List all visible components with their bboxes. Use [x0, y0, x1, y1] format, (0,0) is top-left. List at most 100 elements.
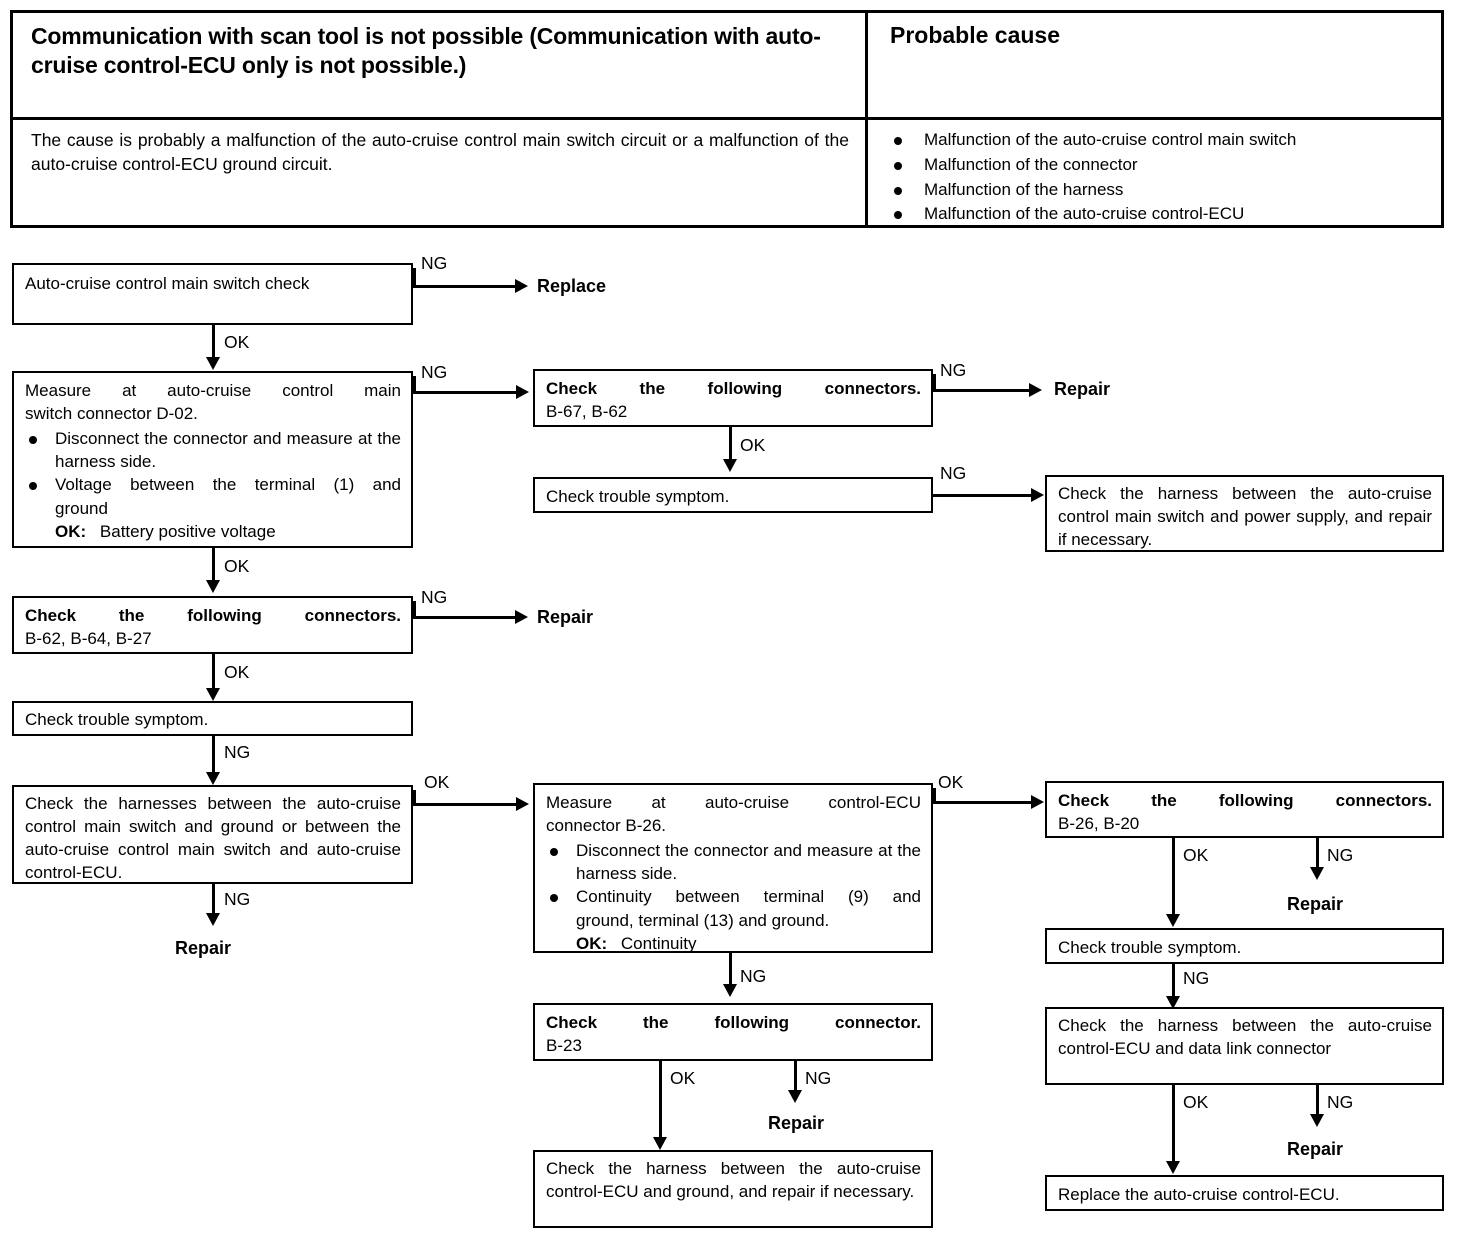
measure-b26-line2: connector B-26. [546, 816, 667, 836]
label-ng: NG [224, 889, 251, 909]
box-trouble-symptom-middle: Check trouble symptom. [533, 477, 933, 513]
label-ok: OK [1183, 845, 1209, 865]
arrowhead-right [515, 279, 528, 293]
box-harness-mainsw-power: Check the harness between the auto-cruis… [1045, 475, 1444, 552]
connector-line [413, 616, 517, 619]
measure-d02-line2: switch connector D-02. [25, 404, 198, 424]
cause-item: Malfunction of the auto-cruise control-E… [890, 202, 1431, 227]
connector-b23-title: Check the following connector. [546, 1013, 921, 1032]
connectors-b67-list: B-67, B-62 [546, 402, 628, 422]
symptom-description: The cause is probably a malfunction of t… [31, 130, 849, 175]
box-connector-b23: Check the following connector. B-23 [533, 1003, 933, 1061]
label-ng: NG [805, 1068, 832, 1088]
connectors-b67-title: Check the following connectors. [546, 379, 921, 398]
label-ng: NG [1183, 968, 1210, 988]
arrowhead-down [206, 688, 220, 701]
arrowhead-down [1166, 996, 1180, 1009]
arrowhead-right [515, 610, 528, 624]
terminal-repair-6: Repair [1287, 1139, 1344, 1159]
label-ok: OK [224, 662, 250, 682]
connector-line [794, 1061, 797, 1092]
arrowhead-down [1310, 1114, 1324, 1127]
label-ng: NG [740, 966, 767, 986]
arrowhead-down [1166, 914, 1180, 927]
arrowhead-down [788, 1090, 802, 1103]
connector-line [212, 325, 215, 359]
connector-line [659, 1061, 662, 1139]
connector-line [413, 790, 416, 805]
check-harnesses-text: Check the harnesses between the auto-cru… [25, 794, 401, 883]
box-main-switch-check-text: Auto-cruise control main switch check [25, 274, 310, 293]
arrowhead-down [1166, 1161, 1180, 1174]
box-connectors-b26-b20: Check the following connectors. B-26, B-… [1045, 781, 1444, 838]
label-ng: NG [421, 362, 448, 382]
label-ng: NG [940, 360, 967, 380]
cause-item: Malfunction of the harness [890, 178, 1431, 203]
label-ng: NG [224, 742, 251, 762]
connectors-b26-list: B-26, B-20 [1058, 814, 1140, 834]
connector-line [1316, 1085, 1319, 1116]
box-main-switch-check: Auto-cruise control main switch check [12, 263, 413, 325]
terminal-repair-2: Repair [175, 938, 232, 958]
connector-line [1172, 1085, 1175, 1163]
probable-cause-list: Malfunction of the auto-cruise control m… [868, 120, 1441, 225]
box-trouble-symptom-right: Check trouble symptom. [1045, 928, 1444, 964]
connector-line [212, 736, 215, 774]
harness-ecu-dlc-text: Check the harness between the auto-cruis… [1058, 1016, 1432, 1059]
ok-prefix: OK: [55, 521, 87, 541]
box-measure-d02: Measure at auto-cruise control main swit… [12, 371, 413, 548]
table-row-divider-right [865, 117, 1441, 120]
connector-line [413, 803, 517, 806]
label-ok: OK [938, 772, 964, 792]
measure-b26-bullet-1: Disconnect the connector and measure at … [546, 839, 921, 885]
box-harness-ecu-dlc: Check the harness between the auto-cruis… [1045, 1007, 1444, 1085]
measure-b26-bullet-2: Continuity between terminal (9) and grou… [546, 885, 921, 931]
box-harness-ecu-ground: Check the harness between the auto-cruis… [533, 1150, 933, 1228]
label-ng: NG [1327, 1092, 1354, 1112]
connector-line [1172, 964, 1175, 998]
connectors-b26-title: Check the following connectors. [1058, 791, 1432, 810]
connector-b23-list: B-23 [546, 1036, 582, 1056]
arrowhead-right [516, 385, 529, 399]
label-ng: NG [1327, 845, 1354, 865]
label-ng: NG [421, 587, 448, 607]
box-replace-ecu: Replace the auto-cruise control-ECU. [1045, 1175, 1444, 1211]
label-ok: OK [224, 556, 250, 576]
connector-line [212, 654, 215, 690]
measure-d02-bullet-1: Disconnect the connector and measure at … [25, 427, 401, 473]
connector-line [933, 389, 1031, 392]
arrowhead-down [206, 913, 220, 926]
cause-item: Malfunction of the auto-cruise control m… [890, 128, 1431, 153]
harness-mainsw-power-text: Check the harness between the auto-cruis… [1058, 484, 1432, 550]
terminal-repair-5: Repair [1287, 894, 1344, 914]
measure-d02-ok-row: OK: Battery positive voltage [25, 520, 401, 543]
label-ok: OK [1183, 1092, 1209, 1112]
measure-d02-line1: Measure at auto-cruise control main [25, 381, 401, 400]
terminal-repair-1: Repair [537, 607, 594, 627]
box-measure-b26: Measure at auto-cruise control-ECU conne… [533, 783, 933, 953]
arrowhead-right [1031, 795, 1044, 809]
ok-value: Continuity [620, 933, 697, 953]
connector-line [413, 376, 416, 393]
measure-b26-bullet-2-line1: Continuity between terminal (9) and [576, 887, 921, 907]
connector-line [729, 427, 732, 461]
measure-b26-line1: Measure at auto-cruise control-ECU [546, 793, 921, 812]
trouble-symptom-middle-text: Check trouble symptom. [546, 487, 730, 506]
connectors-b62-title: Check the following connectors. [25, 606, 401, 625]
connector-line [1316, 838, 1319, 869]
connector-line [729, 953, 732, 986]
connector-line [212, 884, 215, 915]
arrowhead-right [1029, 383, 1042, 397]
connector-line [933, 788, 936, 803]
connector-line [413, 391, 518, 394]
label-ng: NG [421, 253, 448, 273]
arrowhead-right [1031, 488, 1044, 502]
terminal-replace-1: Replace [537, 276, 607, 296]
box-connectors-b67-b62: Check the following connectors. B-67, B-… [533, 369, 933, 427]
box-connectors-b62-b64-b27: Check the following connectors. B-62, B-… [12, 596, 413, 654]
box-trouble-symptom-left: Check trouble symptom. [12, 701, 413, 736]
trouble-symptom-left-text: Check trouble symptom. [25, 710, 209, 729]
trouble-symptom-right-text: Check trouble symptom. [1058, 938, 1242, 957]
connector-line [933, 494, 1033, 497]
